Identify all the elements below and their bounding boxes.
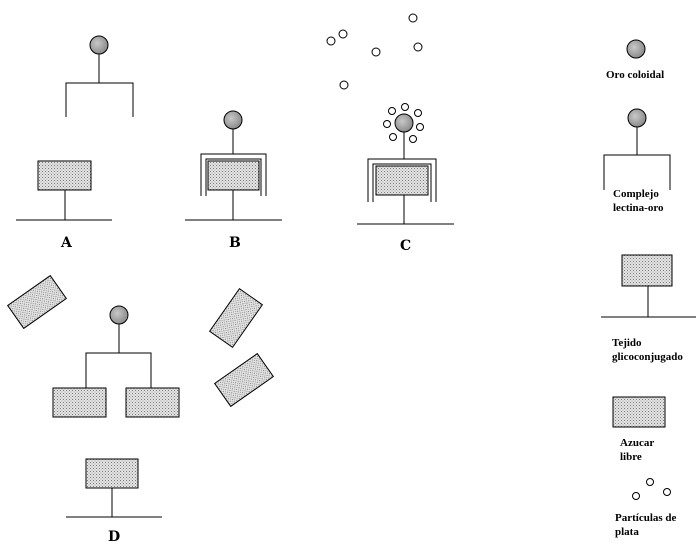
- legend-sugar-block: [612, 396, 666, 428]
- panel-label-d: D: [108, 529, 121, 545]
- lectin-arms: [65, 82, 134, 117]
- silver-particle: [388, 107, 396, 115]
- legend-silver-line1: Partículas de: [615, 512, 677, 524]
- legend-complex-line1: Complejo: [613, 188, 659, 200]
- legend-tissue-line2: glicoconjugado: [612, 351, 683, 363]
- gold-particle: [223, 110, 243, 130]
- lectin-arms: [85, 352, 152, 388]
- legend-tissue-line1: Tejido: [612, 337, 642, 349]
- legend-complex-line2: lectina-oro: [613, 202, 664, 214]
- silver-particle: [339, 80, 349, 90]
- silver-particle: [408, 13, 418, 23]
- silver-particle: [401, 103, 409, 111]
- sugar-block: [125, 387, 180, 418]
- lectin-arms-inner: [205, 158, 262, 196]
- legend-silver-particle: [646, 478, 654, 486]
- silver-particle: [413, 42, 423, 52]
- legend-sugar-line1: Azucar: [620, 437, 655, 449]
- legend-gold-label: Oro coloidal: [606, 69, 665, 81]
- legend-complex-arms: [603, 154, 671, 190]
- silver-particle: [326, 36, 336, 46]
- silver-particle: [416, 123, 424, 131]
- panel-d: [6, 274, 275, 518]
- sugar-block: [85, 458, 139, 489]
- silver-particle: [338, 29, 348, 39]
- legend-silver-particle: [663, 488, 671, 496]
- legend-sugar-line2: libre: [620, 451, 642, 463]
- panel-b: [185, 110, 282, 221]
- panel-c: [326, 13, 454, 225]
- gold-particle: [109, 305, 129, 325]
- legend-tissue-label: Tejido glicoconjugado: [612, 336, 683, 364]
- legend-complex-gold-icon: [627, 108, 647, 128]
- legend-silver-label: Partículas de plata: [615, 511, 676, 539]
- lectin-arms-outer: [367, 158, 437, 202]
- legend-gold-icon: [626, 39, 646, 59]
- silver-particle: [383, 120, 391, 128]
- panel-label-a: A: [61, 235, 72, 251]
- panel-a: [16, 35, 134, 221]
- sugar-block: [375, 165, 429, 196]
- legend-tissue-block: [621, 254, 673, 287]
- sugar-block: [37, 160, 92, 191]
- lectin-arms-inner: [372, 163, 432, 202]
- legend-silver-particle: [632, 492, 640, 500]
- legend-complex-label: Complejo lectina-oro: [613, 187, 664, 215]
- panel-label-b: B: [229, 235, 241, 251]
- panel-label-c: C: [400, 238, 412, 254]
- silver-particle: [389, 133, 397, 141]
- silver-particle: [409, 135, 417, 143]
- free-sugar-block: [6, 274, 68, 330]
- legend: [601, 39, 696, 500]
- lectin-arms-outer: [200, 153, 267, 196]
- silver-particle: [371, 47, 381, 57]
- silver-particle: [414, 109, 422, 117]
- sugar-block: [52, 387, 107, 418]
- legend-silver-line2: plata: [615, 526, 639, 538]
- sugar-block: [207, 160, 260, 191]
- legend-sugar-label: Azucar libre: [620, 436, 654, 464]
- gold-particle: [394, 113, 414, 133]
- free-sugar-block: [208, 287, 264, 349]
- free-sugar-block: [213, 352, 275, 408]
- gold-particle: [89, 35, 109, 55]
